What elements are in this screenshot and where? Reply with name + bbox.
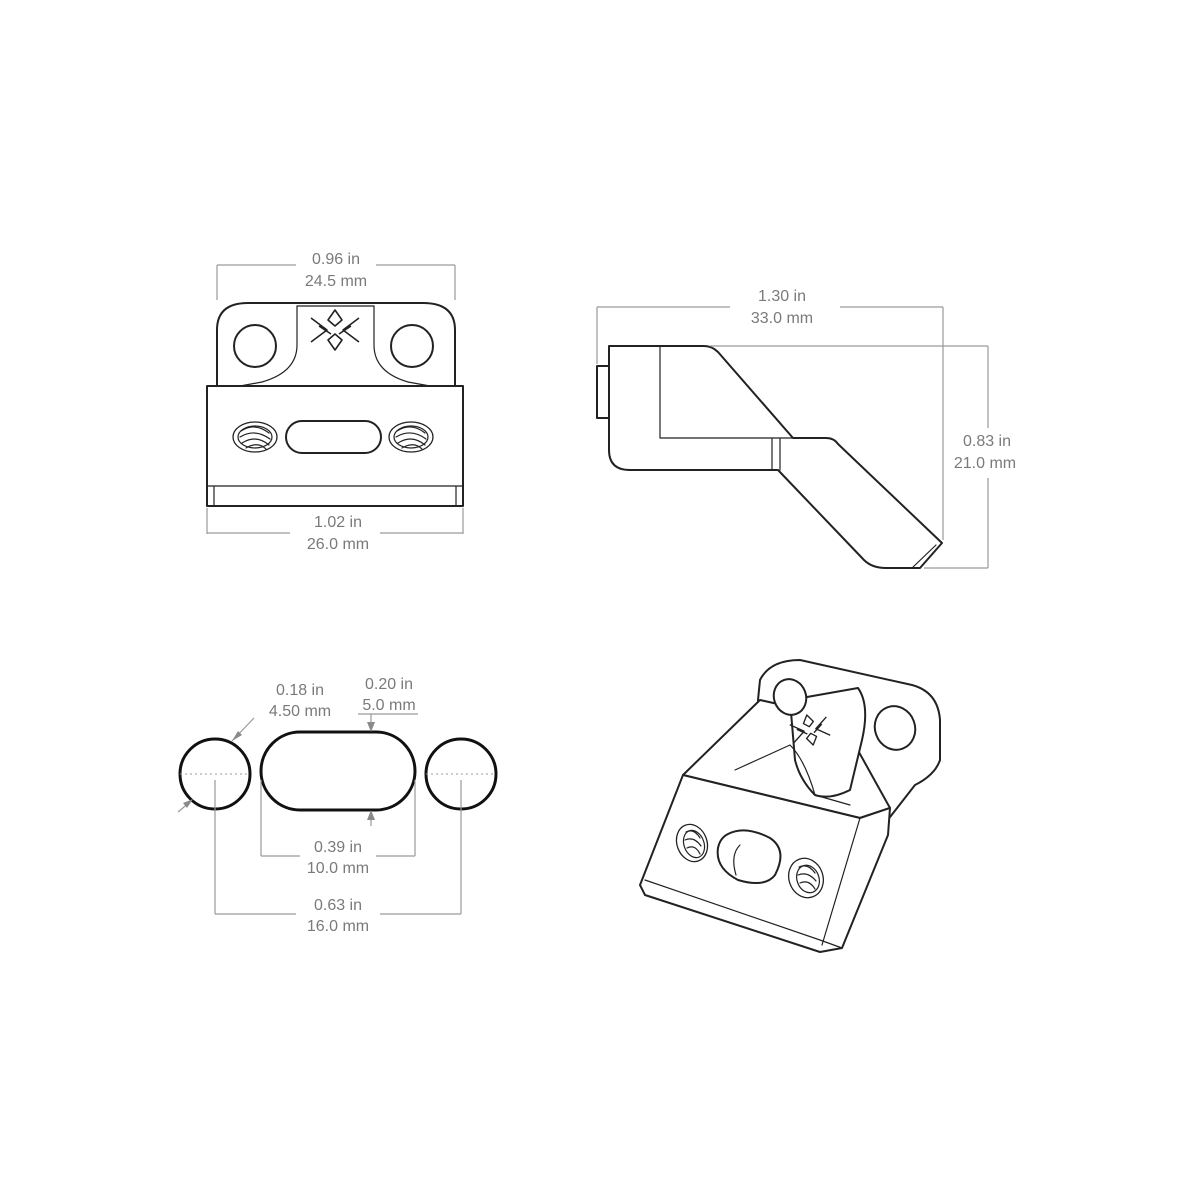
iso-arch-edge bbox=[734, 744, 851, 806]
hole-pattern-view: 0.18 in 4.50 mm 0.20 in 5.0 mm 0.39 in 1… bbox=[177, 676, 498, 935]
front-left-lug-hole bbox=[233, 324, 277, 368]
slot-width-imperial: 0.20 in bbox=[365, 676, 413, 693]
side-body bbox=[608, 345, 943, 569]
iso-slot bbox=[716, 829, 782, 885]
iso-front-chamfer bbox=[644, 879, 843, 949]
front-top-width-dimension: 0.96 in 24.5 mm bbox=[216, 251, 456, 300]
side-height-dimension: 0.83 in 21.0 mm bbox=[710, 345, 1016, 569]
hole-spacing-metric: 16.0 mm bbox=[307, 918, 369, 935]
front-bottom-width-imperial: 1.02 in bbox=[314, 514, 362, 531]
isometric-view bbox=[639, 659, 941, 953]
front-lug-plate bbox=[216, 302, 456, 387]
front-slot bbox=[285, 420, 382, 454]
logo-mark-icon bbox=[310, 309, 360, 351]
side-length-dimension: 1.30 in 33.0 mm bbox=[596, 288, 944, 540]
side-chamfer-edge bbox=[911, 544, 937, 569]
slot-length-imperial: 0.39 in bbox=[314, 839, 362, 856]
front-right-threaded-hole bbox=[388, 421, 434, 453]
side-step-edge bbox=[771, 437, 781, 471]
side-view: 1.30 in 33.0 mm 0.83 in 21.0 mm bbox=[596, 288, 1016, 569]
front-view: 0.96 in 24.5 mm 1.02 in 26.0 mm bbox=[206, 251, 464, 553]
iso-logo-mark-icon bbox=[789, 714, 831, 746]
iso-center-tongue bbox=[789, 687, 867, 798]
side-length-metric: 33.0 mm bbox=[751, 310, 813, 327]
front-top-width-metric: 24.5 mm bbox=[305, 273, 367, 290]
slot-length-metric: 10.0 mm bbox=[307, 860, 369, 877]
side-inner-edge bbox=[659, 345, 794, 439]
iso-front-edge bbox=[821, 817, 861, 946]
front-center-tongue bbox=[239, 305, 431, 387]
slot-width-dimension: 0.20 in 5.0 mm bbox=[358, 676, 418, 826]
iso-right-threaded-hole bbox=[787, 857, 825, 899]
front-right-lug-hole bbox=[390, 324, 434, 368]
front-bottom-width-dimension: 1.02 in 26.0 mm bbox=[206, 508, 464, 553]
pattern-slot bbox=[259, 730, 417, 812]
side-length-imperial: 1.30 in bbox=[758, 288, 806, 305]
iso-left-threaded-hole bbox=[675, 823, 709, 863]
iso-slot-inner bbox=[733, 844, 741, 876]
front-bottom-width-metric: 26.0 mm bbox=[307, 536, 369, 553]
iso-right-lug-hole bbox=[873, 705, 917, 751]
front-base-chamfer bbox=[206, 485, 464, 507]
side-tab bbox=[596, 365, 610, 419]
hole-diameter-dimension: 0.18 in 4.50 mm bbox=[177, 682, 331, 813]
hole-spacing-imperial: 0.63 in bbox=[314, 897, 362, 914]
hole-diameter-metric: 4.50 mm bbox=[269, 703, 331, 720]
front-left-threaded-hole bbox=[232, 421, 278, 453]
hole-diameter-imperial: 0.18 in bbox=[276, 682, 324, 699]
side-height-metric: 21.0 mm bbox=[954, 455, 1016, 472]
slot-length-dimension: 0.39 in 10.0 mm bbox=[260, 780, 416, 877]
front-top-width-imperial: 0.96 in bbox=[312, 251, 360, 268]
iso-left-lug-hole bbox=[772, 678, 808, 716]
slot-width-metric: 5.0 mm bbox=[362, 697, 415, 714]
side-height-imperial: 0.83 in bbox=[963, 433, 1011, 450]
hole-spacing-dimension: 0.63 in 16.0 mm bbox=[214, 780, 462, 935]
